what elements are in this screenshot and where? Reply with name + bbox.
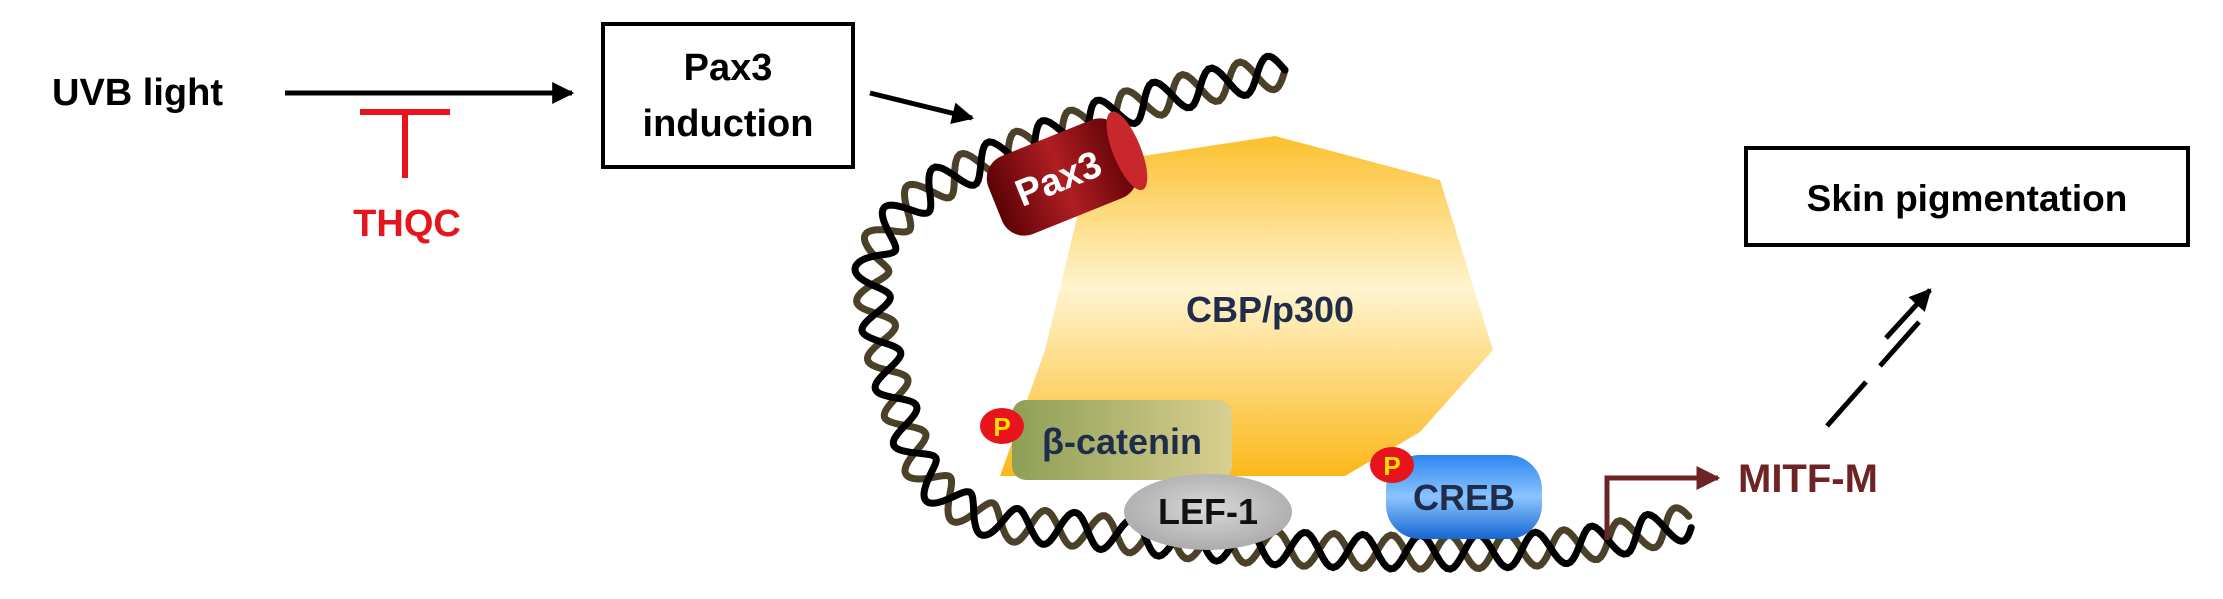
mitf-m-label: MITF-M — [1738, 457, 1878, 501]
creb-label: CREB — [1413, 477, 1515, 518]
thqc-label: THQC — [353, 203, 461, 245]
uvb-light-label: UVB light — [52, 72, 223, 114]
thqc-inhibition-symbol — [360, 109, 450, 178]
lef1-label: LEF-1 — [1158, 491, 1258, 532]
cbp-p300-protein — [1000, 136, 1493, 476]
beta-catenin-protein — [1012, 400, 1232, 480]
beta-catenin-phosphate-label: P — [993, 412, 1010, 442]
pax3-protein: Pax3 — [986, 111, 1148, 236]
lef1-protein — [1124, 474, 1292, 550]
creb-phosphate: P — [1370, 447, 1414, 483]
pax3-induction-line2: induction — [643, 103, 814, 145]
transcription-start-arrow — [1604, 466, 1721, 540]
cbp-p300-label: CBP/p300 — [1186, 289, 1354, 330]
creb-phosphate-label: P — [1383, 451, 1400, 481]
skin-pigmentation-label: Skin pigmentation — [1807, 178, 2128, 219]
dna-strand-a — [851, 52, 1695, 573]
pax3-induction-box — [601, 22, 855, 169]
pax3-induction-line1: Pax3 — [684, 47, 773, 89]
beta-catenin-label: β-catenin — [1042, 421, 1202, 462]
creb-protein — [1386, 455, 1542, 539]
beta-catenin-phosphate: P — [980, 408, 1024, 444]
skin-pigmentation-box — [1744, 146, 2190, 247]
induction-to-pax3-arrow — [869, 90, 975, 124]
mitf-to-skin-dashed-arrow — [1825, 288, 1932, 428]
